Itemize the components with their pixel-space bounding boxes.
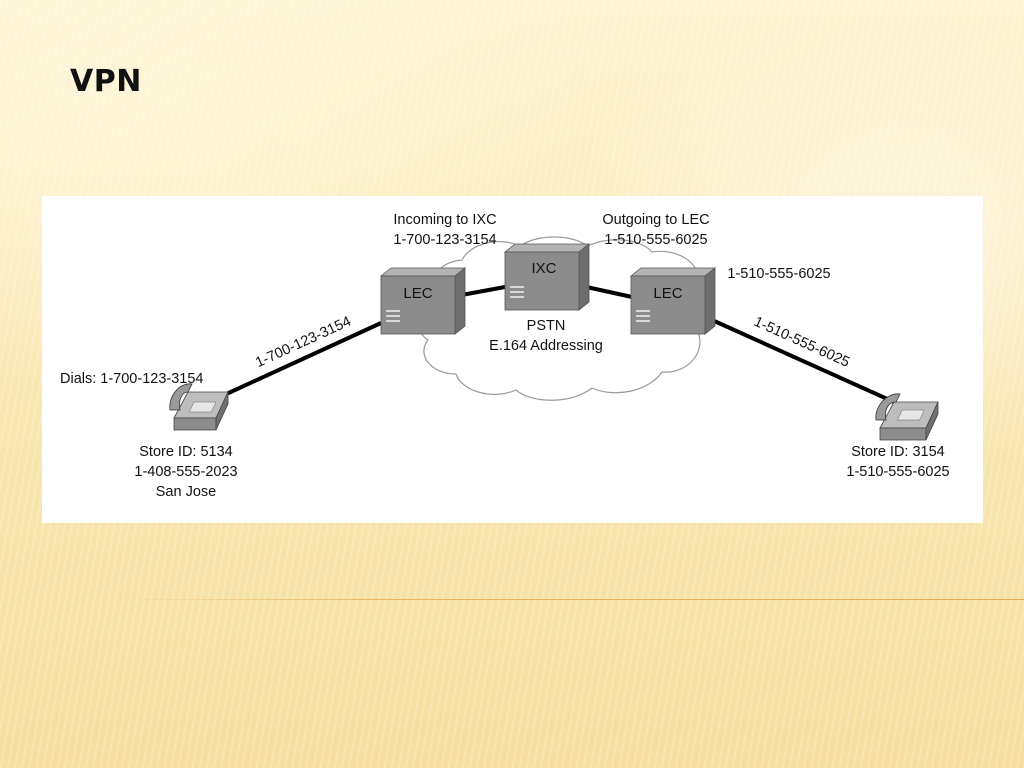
ixc-side: [578, 243, 590, 311]
lec-left-front: [380, 275, 456, 335]
ixc-top: [503, 243, 591, 253]
incoming-number: 1-700-123-3154: [393, 232, 496, 248]
lec-right-vent: [636, 310, 650, 312]
lec-right-vent: [636, 320, 650, 322]
lec-right-switch: LEC: [629, 267, 717, 335]
link-lec-to-right-phone: [711, 318, 895, 404]
ixc-front: [504, 251, 580, 311]
vpn-network-diagram: PSTN E.164 Addressing LEC: [60, 212, 950, 500]
incoming-title: Incoming to IXC: [393, 212, 496, 228]
lec-left-vent: [386, 315, 400, 317]
outgoing-number: 1-510-555-6025: [604, 232, 707, 248]
right-store-id: Store ID: 3154: [851, 444, 945, 460]
lec-right-label: LEC: [653, 285, 682, 302]
lec-left-top: [379, 267, 467, 277]
telephone-icon: [875, 393, 939, 441]
lec-right-vent: [636, 315, 650, 317]
diagram-panel: PSTN E.164 Addressing LEC: [42, 196, 983, 523]
lec-left-switch: LEC: [379, 267, 467, 335]
lec-left-label: LEC: [403, 285, 432, 302]
ixc-switch: IXC: [503, 243, 591, 311]
left-store-phone: 1-408-555-2023: [134, 464, 237, 480]
outgoing-title: Outgoing to LEC: [602, 212, 709, 228]
telephone-icon: [169, 383, 229, 431]
link-left-phone-to-lec: [221, 321, 382, 398]
slide-title: VPN: [70, 64, 142, 99]
lec-right-side: [704, 267, 716, 335]
ixc-vent: [510, 291, 524, 293]
ixc-vent: [510, 286, 524, 288]
ixc-vent: [510, 296, 524, 298]
cloud-label-addressing: E.164 Addressing: [489, 338, 603, 354]
left-store-city: San Jose: [156, 484, 216, 500]
lec-left-vent: [386, 320, 400, 322]
footer-divider: [110, 599, 1024, 600]
right-store-phone: 1-510-555-6025: [846, 464, 949, 480]
lec-right-front: [630, 275, 706, 335]
ixc-label: IXC: [531, 260, 556, 277]
link-ixc-to-lec: [581, 284, 633, 299]
lec-right-top: [629, 267, 717, 277]
cloud-label-pstn: PSTN: [527, 318, 566, 334]
dials-label: Dials: 1-700-123-3154: [60, 371, 203, 387]
right-lec-number: 1-510-555-6025: [727, 266, 830, 282]
lec-left-side: [454, 267, 466, 335]
lec-left-vent: [386, 310, 400, 312]
left-store-id: Store ID: 5134: [139, 444, 233, 460]
